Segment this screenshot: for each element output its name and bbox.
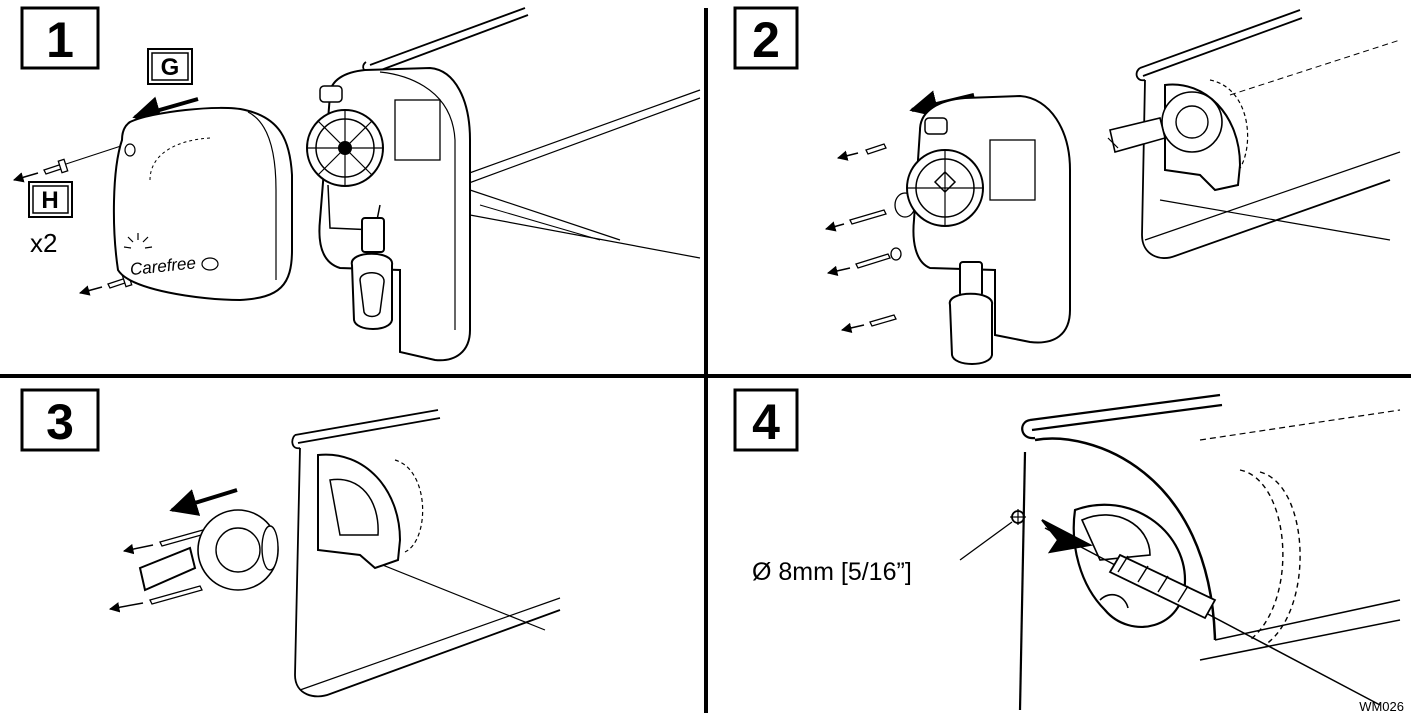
screws-removed bbox=[824, 143, 916, 334]
callout-h-box bbox=[28, 181, 73, 218]
drill-size-label: Ø 8mm [5/16”] bbox=[752, 558, 912, 586]
step-number-box bbox=[20, 6, 100, 70]
step-number-box bbox=[733, 388, 799, 452]
removal-arrow bbox=[169, 488, 238, 516]
figure-code: WM026 bbox=[1359, 699, 1404, 713]
panel-2: 2 bbox=[733, 6, 1401, 365]
step-number: 1 bbox=[46, 12, 74, 68]
step-number: 4 bbox=[752, 394, 780, 450]
leader-line bbox=[959, 521, 1013, 561]
logo-sun-icon bbox=[123, 233, 153, 249]
screw-top bbox=[12, 144, 125, 183]
end-bracket bbox=[1107, 83, 1242, 192]
crank-handle bbox=[350, 217, 393, 330]
step-number-box bbox=[733, 6, 799, 70]
awning-rail bbox=[1018, 393, 1401, 711]
end-cover bbox=[112, 106, 293, 302]
callout-g-box bbox=[147, 48, 193, 85]
end-bracket bbox=[317, 453, 402, 570]
callout-h-letter: H bbox=[41, 187, 58, 214]
panel-1: 1 G H x2 Carefree bbox=[12, 6, 701, 362]
step-number: 3 bbox=[46, 394, 74, 450]
awning-rail bbox=[291, 409, 561, 698]
step-number: 2 bbox=[752, 12, 780, 68]
step-number-box bbox=[20, 388, 100, 452]
awning-rail bbox=[1135, 9, 1401, 259]
panel-4: 4 Ø 8mm [5/16”] bbox=[733, 388, 1401, 711]
screws-removed bbox=[108, 527, 213, 613]
drill-hole-marker bbox=[1010, 509, 1026, 525]
bearing-assembly bbox=[138, 509, 279, 592]
panel-3: 3 bbox=[20, 388, 561, 698]
quantity-label: x2 bbox=[30, 228, 57, 258]
crank-handle bbox=[948, 261, 993, 365]
drill-bit bbox=[1044, 527, 1381, 706]
callout-g-letter: G bbox=[161, 54, 180, 81]
motor-housing bbox=[906, 94, 1071, 344]
removal-arrow bbox=[132, 96, 199, 124]
drill-direction-arrow bbox=[1041, 519, 1094, 554]
